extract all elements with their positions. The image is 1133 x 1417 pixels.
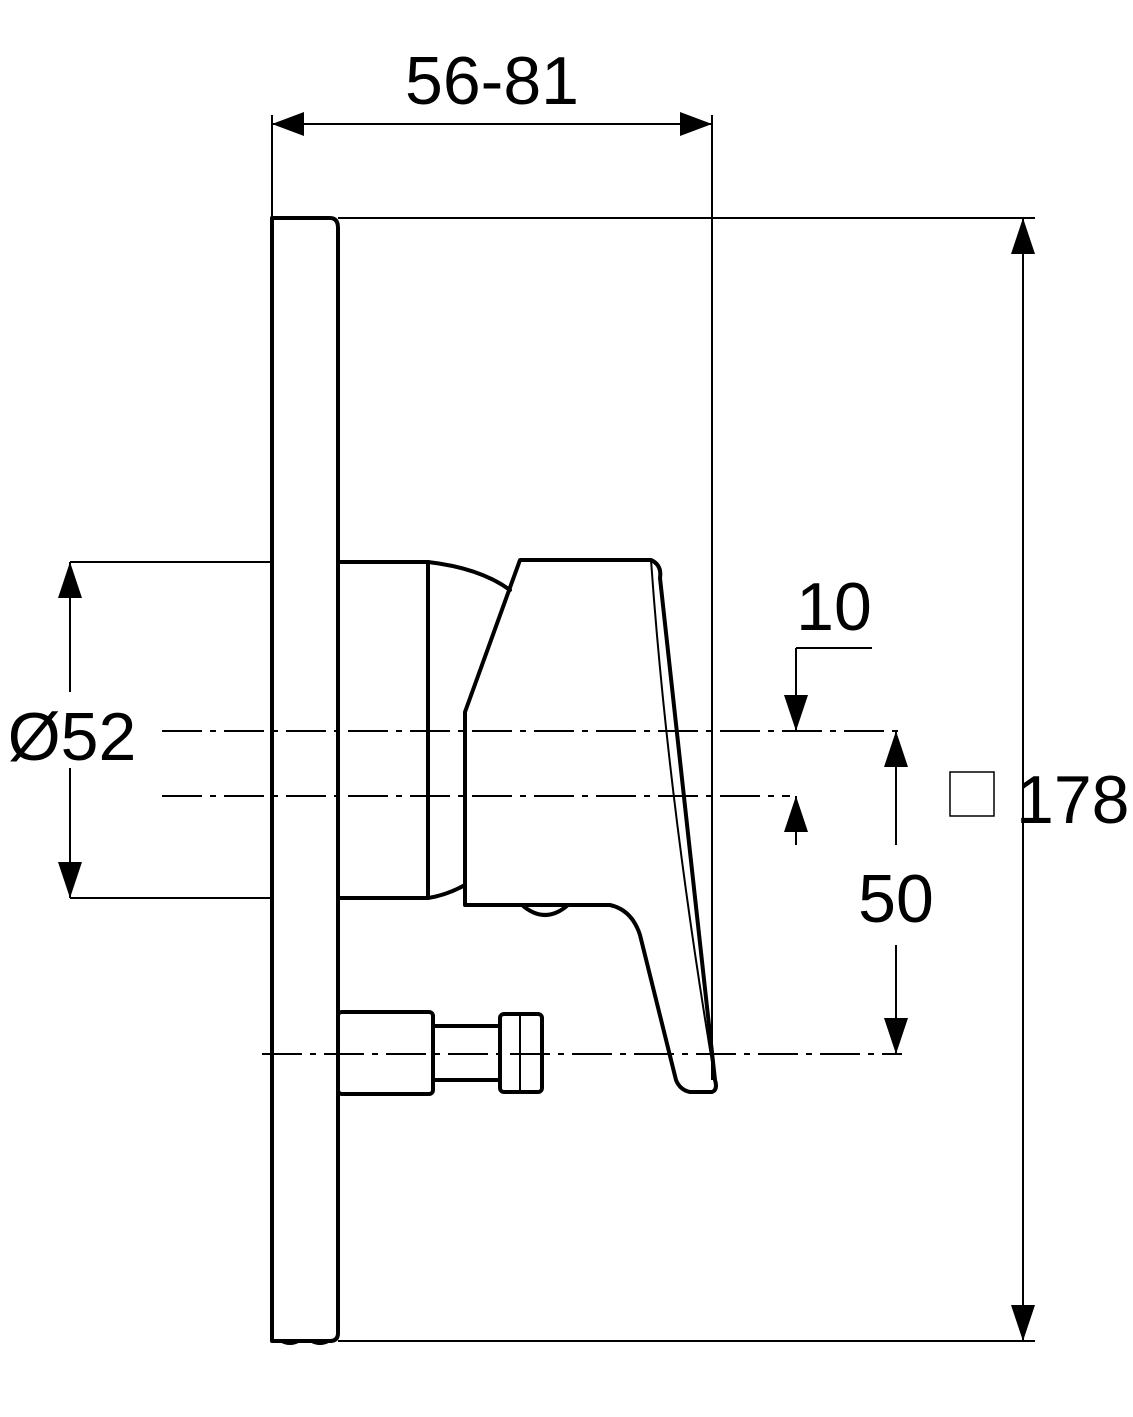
square-symbol-icon — [949, 771, 995, 817]
depth-dimension: 56-81 — [271, 43, 713, 1080]
offset-label: 10 — [796, 569, 872, 645]
diameter-label: Ø52 — [8, 699, 137, 775]
diameter-dimension: Ø52 — [8, 561, 272, 899]
cover-plate — [270, 216, 340, 1345]
center-lines — [162, 730, 902, 1055]
depth-label: 56-81 — [405, 43, 579, 119]
cover-size-label: 178 — [1016, 762, 1129, 838]
center-distance-dimension: 50 — [858, 731, 934, 1054]
offset-dimension: 10 — [784, 569, 872, 845]
center-distance-label: 50 — [858, 861, 934, 937]
cover-size-dimension: 178 — [338, 217, 1129, 1342]
lever-handle — [463, 558, 718, 1094]
